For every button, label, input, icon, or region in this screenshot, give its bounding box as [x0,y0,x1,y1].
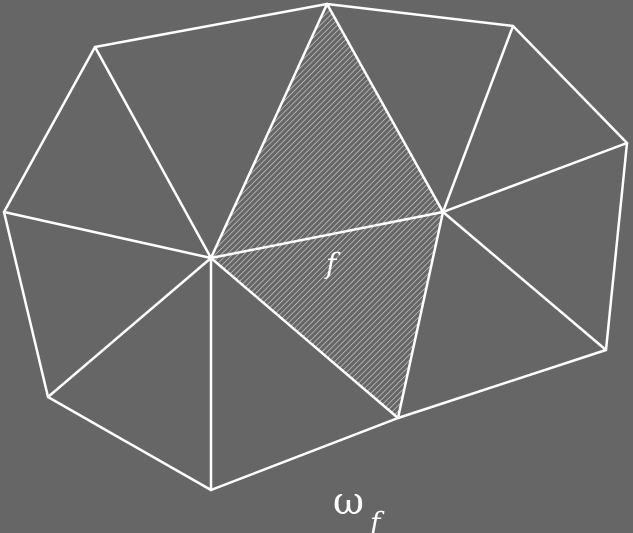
edge [441,24,515,214]
patch-label-main: ω [333,479,364,523]
edge [209,256,400,420]
edge [396,210,445,420]
edge [93,45,213,260]
shared-face-edge [209,210,445,260]
shaded-patch [211,4,443,418]
edge [441,210,608,352]
shaded-triangle-lower [211,212,443,418]
outer-boundary [2,2,629,492]
edge [209,2,329,260]
boundary-polygon [2,2,629,492]
edge [2,210,213,260]
interior-edges [2,2,629,492]
edge [441,141,629,214]
edge [325,2,445,214]
patch-label-subscript: f [368,506,385,533]
patch-label: ω [333,479,364,523]
edge [46,256,213,399]
shaded-triangle-upper [211,4,443,258]
